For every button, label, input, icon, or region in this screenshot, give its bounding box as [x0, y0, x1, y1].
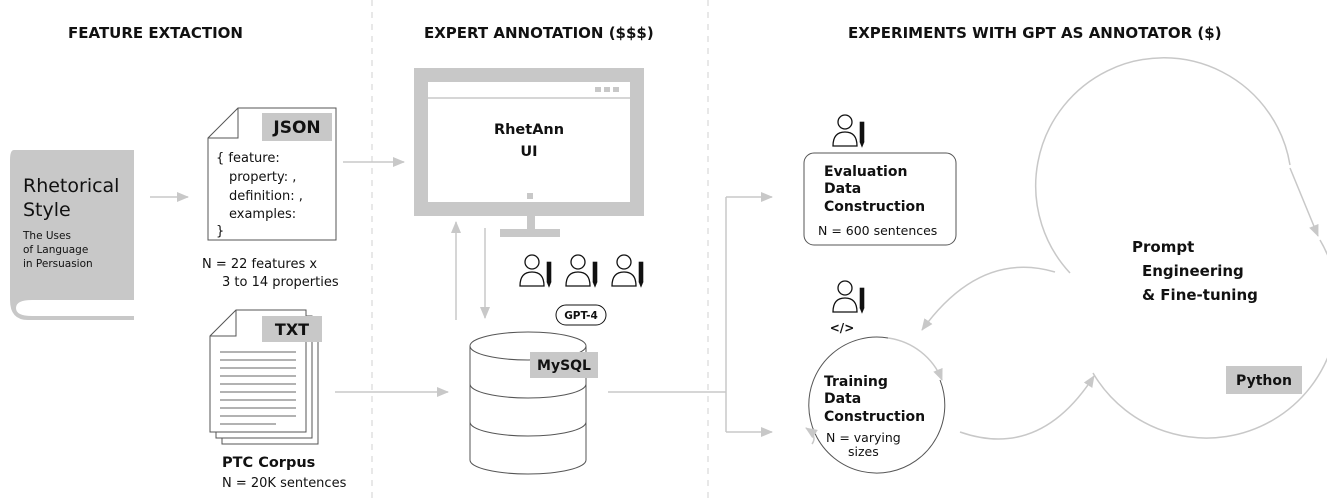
- monitor-rhetann-ui: RhetAnn UI: [414, 68, 644, 237]
- arc-training-to-prompt: [959, 375, 1095, 440]
- prompt-line3: & Fine-tuning: [1142, 286, 1258, 304]
- database-cylinder: MySQL: [469, 331, 598, 475]
- training-count-line1: N = varying: [826, 430, 901, 445]
- json-line1: { feature:: [216, 151, 280, 166]
- annotators-icon: [519, 254, 644, 288]
- arc-prompt-to-training: [921, 266, 1056, 331]
- training-cycle-arrow-top: [887, 337, 943, 381]
- json-line5: }: [216, 224, 224, 239]
- gpt4-badge: GPT-4: [555, 304, 607, 326]
- json-caption-line1: N = 22 features x: [202, 257, 317, 272]
- training-line3: Construction: [824, 409, 925, 425]
- book-title-line1: Rhetorical: [23, 175, 119, 197]
- training-cycle-arrow-left: [805, 427, 818, 445]
- book-subtitle-line2: of Language: [23, 244, 88, 256]
- training-line1: Training: [824, 374, 888, 390]
- txt-document-stack: TXT: [209, 309, 322, 445]
- book-rhetorical-style: Rhetorical Style The Uses of Language in…: [10, 150, 134, 320]
- database-label: MySQL: [537, 358, 591, 374]
- book-subtitle-line1: The Uses: [22, 230, 71, 242]
- header-feature-extraction: FEATURE EXTACTION: [68, 24, 243, 42]
- evaluation-line2: Data: [824, 181, 861, 197]
- prompt-line2: Engineering: [1142, 262, 1244, 280]
- monitor-line2: UI: [520, 144, 537, 160]
- prompt-line1: Prompt: [1132, 238, 1194, 256]
- header-expert-annotation: EXPERT ANNOTATION ($$$): [424, 24, 654, 42]
- training-line2: Data: [824, 391, 861, 407]
- monitor-line1: RhetAnn: [494, 122, 564, 138]
- evaluation-line1: Evaluation: [824, 164, 907, 180]
- prompt-cycle-arrow: [1289, 167, 1319, 237]
- header-experiments: EXPERIMENTS WITH GPT AS ANNOTATOR ($): [848, 24, 1222, 42]
- python-tag: Python: [1236, 373, 1292, 389]
- evaluation-line3: Construction: [824, 199, 925, 215]
- json-line3: definition: ,: [229, 189, 303, 204]
- txt-tag: TXT: [275, 320, 309, 339]
- json-tag: JSON: [272, 118, 320, 138]
- prompt-engineering-circle: Prompt Engineering & Fine-tuning Python: [1034, 57, 1327, 439]
- training-count-line2: sizes: [848, 444, 879, 459]
- txt-caption-title: PTC Corpus: [222, 455, 315, 471]
- code-icon: </>: [830, 321, 855, 335]
- json-caption-line2: 3 to 14 properties: [222, 275, 339, 290]
- evaluation-annotator-icon: [832, 114, 865, 148]
- evaluation-count: N = 600 sentences: [818, 223, 937, 238]
- json-line4: examples:: [229, 207, 296, 222]
- evaluation-box: Evaluation Data Construction N = 600 sen…: [803, 152, 957, 246]
- training-circle: Training Data Construction N = varying s…: [808, 336, 946, 474]
- book-subtitle-line3: in Persuasion: [23, 258, 93, 270]
- gpt4-label: GPT-4: [564, 310, 598, 322]
- json-line2: property: ,: [229, 170, 296, 185]
- txt-caption-sub: N = 20K sentences: [222, 476, 347, 491]
- book-title-line2: Style: [23, 199, 71, 221]
- branch-arrows: [608, 192, 773, 437]
- json-document: JSON { feature: property: , definition: …: [207, 107, 337, 241]
- training-annotator-icon: [832, 280, 865, 314]
